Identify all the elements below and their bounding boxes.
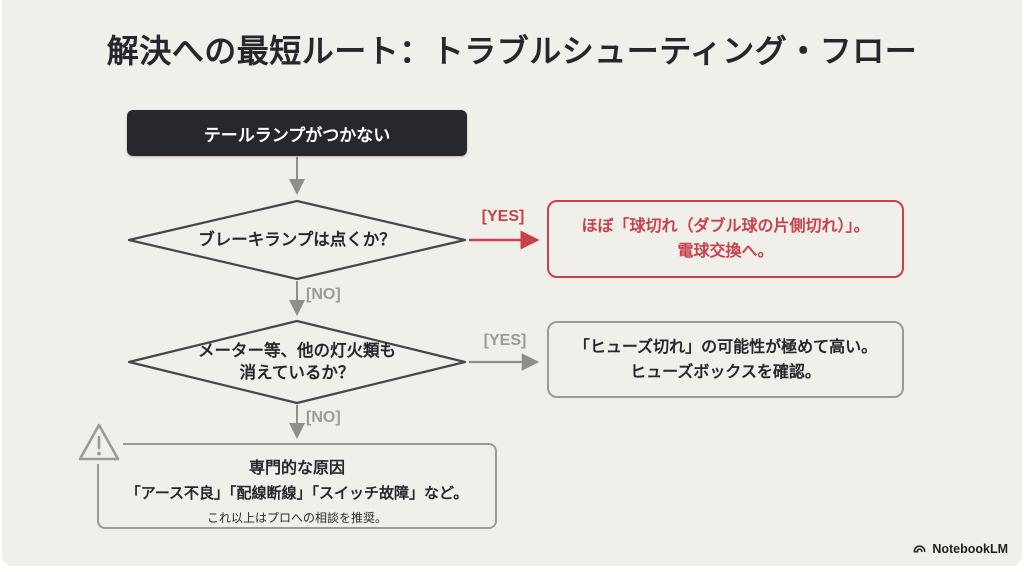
result-fuse-blown: 「ヒューズ切れ」の可能性が極めて高い。 ヒューズボックスを確認。 [547,321,904,398]
warning-triangle-icon [75,420,123,464]
notebooklm-logo-icon [913,545,926,553]
decision1-no-label: [NO] [306,286,341,303]
start-node-label: テールランプがつかない [203,125,391,145]
decision1-yes-label: [YES] [481,208,525,225]
footer-brand: NotebookLM [912,541,1008,556]
start-node: テールランプがつかない [127,110,467,156]
decision1-brake-lamp: ブレーキランプは点くか？ [147,229,447,251]
decision2-question-line2: 消えているか？ [239,364,355,382]
result-bulb-burnout: ほぼ「球切れ（ダブル球の片側切れ）」。 電球交換へ。 [547,200,904,278]
decision2-no-label: [NO] [306,409,341,426]
result-bulb-line1: ほぼ「球切れ（ダブル球の片側切れ）」。 [581,218,870,235]
final-body: 「アース不良」「配線断線」「スイッチ故障」など。 [125,485,469,502]
decision1-question: ブレーキランプは点くか？ [198,231,396,249]
final-heading: 専門的な原因 [248,460,345,477]
decision2-yes-label: [YES] [483,332,527,349]
result-bulb-line2: 電球交換へ。 [677,243,774,260]
decision2-question-line1: メーター等、他の灯火類も [198,342,396,360]
footer-brand-label: NotebookLM [932,541,1008,556]
page-title: 解決への最短ルート：トラブルシューティング・フロー [106,33,918,69]
final-note: これ以上はプロへの相談を推奨。 [206,511,387,525]
result-fuse-line1: 「ヒューズ切れ」の可能性が極めて高い。 [573,338,878,356]
decision2-other-lights: メーター等、他の灯火類も 消えているか？ [147,340,447,384]
final-node-professional-causes: 専門的な原因 「アース不良」「配線断線」「スイッチ故障」など。 これ以上はプロへ… [97,443,497,529]
result-fuse-line2: ヒューズボックスを確認。 [630,363,821,381]
